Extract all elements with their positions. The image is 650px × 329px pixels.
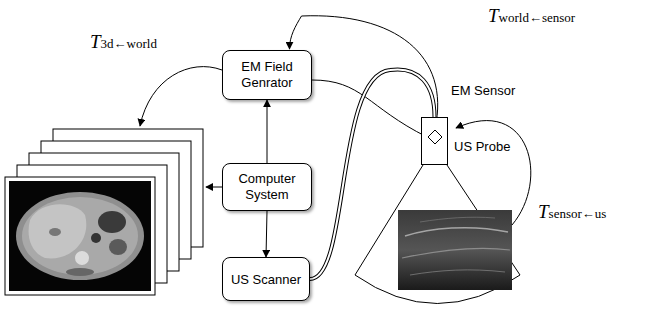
ultrasound-fan: [355, 165, 520, 304]
arrow-to-stack: [206, 187, 222, 188]
connector: [266, 211, 267, 257]
text-wrap: EM Field Genrator: [229, 59, 305, 91]
text-wrap: Computer System: [229, 171, 305, 203]
cable-inner: [310, 69, 435, 279]
transform-arrow-3d: [140, 67, 222, 126]
probe-box: US ProbeEM Sensor: [421, 117, 448, 165]
mri-slice: [9, 181, 151, 291]
box-label: Computer System: [229, 171, 305, 203]
node-label: US Probe: [454, 139, 510, 155]
cable-connector: [310, 69, 435, 279]
connector-line: [267, 100, 268, 163]
sensor-diamond: EM Sensor: [427, 129, 443, 145]
text-wrap: US Scanner: [231, 270, 301, 288]
node-label: EM Sensor: [451, 83, 515, 99]
process-box: Computer System: [222, 163, 312, 211]
diamond-outline: [427, 129, 443, 145]
transform-label: T3d←world: [88, 32, 159, 54]
image-stack: [5, 129, 203, 295]
transform-arrow-us: [456, 121, 531, 225]
connector: [267, 100, 268, 163]
connector-line: [266, 211, 267, 257]
box-label: US Scanner: [231, 272, 301, 288]
connector: [312, 80, 427, 137]
connector-line: [312, 80, 427, 137]
transform-label: Tsensor←us: [536, 202, 608, 224]
box-label: EM Field Genrator: [229, 59, 305, 91]
process-box: EM Field Genrator: [222, 50, 312, 100]
transform-label: Tworld←sensor: [486, 6, 577, 28]
connector-line: [310, 69, 435, 279]
process-box: US Scanner: [222, 257, 310, 301]
